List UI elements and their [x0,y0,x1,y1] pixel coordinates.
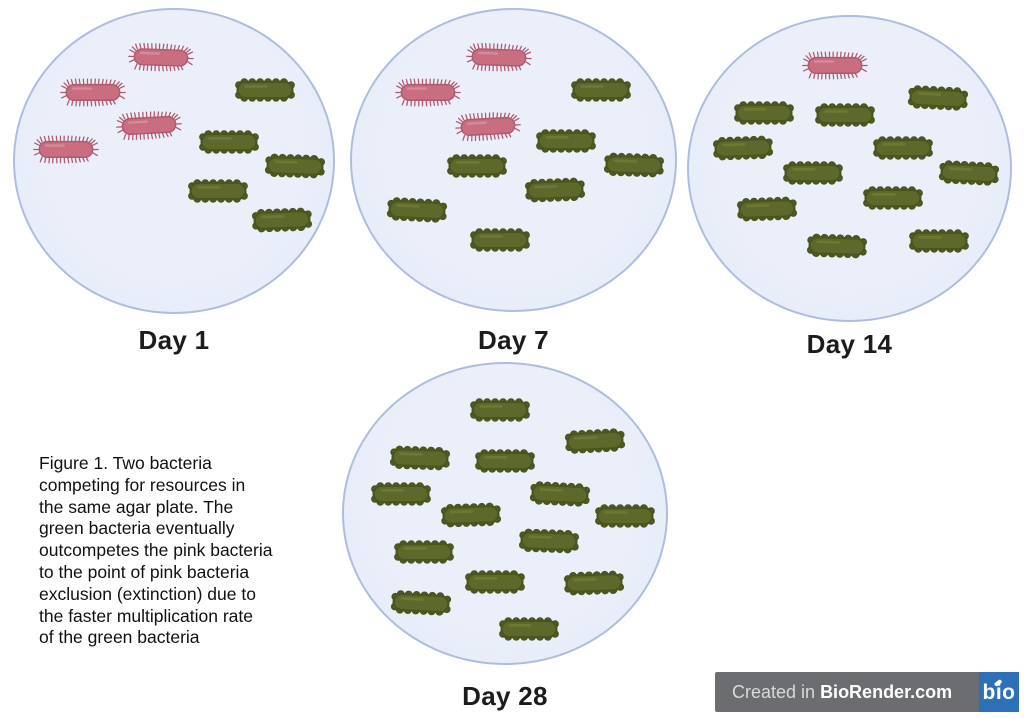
bacterium-green [529,480,591,508]
bacterium-green [447,154,507,178]
biorender-logo: bio [979,672,1019,712]
bacterium-green [440,502,502,528]
bacterium-green [394,540,454,564]
bacterium-green [571,78,631,102]
bacterium-green [465,570,525,594]
bacterium-green [235,78,295,102]
petri-dish-day-1 [13,8,335,314]
bacterium-pink [395,78,461,107]
bacterium-green [475,449,535,473]
bacterium-green [251,207,313,233]
biorender-badge-text: Created in BioRender.com [715,672,979,712]
petri-dish-day-14 [687,15,1012,322]
figure-caption: Figure 1. Two bacteria competing for res… [39,453,273,648]
bacterium-green [603,152,665,178]
bacterium-green [815,103,875,127]
bacterium-green [806,233,868,259]
bacteria-layer-day-1 [33,42,326,233]
petri-dish-day-28 [342,362,668,665]
bacterium-green [470,398,530,422]
bacterium-green [499,617,559,641]
bacterium-pink [60,78,126,107]
bacterium-green [783,161,843,185]
bacterium-green [736,196,798,222]
bacterium-green [390,589,452,617]
dish-label-day-1: Day 1 [138,325,210,355]
bacterium-green [563,570,625,596]
bacteria-layer-day-28 [371,398,655,641]
bacterium-pink [115,109,183,142]
bacterium-green [470,228,530,252]
bacteria-layer-day-14 [712,51,1000,259]
dish-label-day-7: Day 7 [478,325,549,355]
badge-created-in-text: Created in [732,681,821,702]
dish-label-day-28: Day 28 [462,681,548,711]
bacterium-green [264,153,326,179]
bacterium-green [371,482,431,506]
bacterium-pink [127,42,195,73]
bacterium-green [524,177,586,203]
bacterium-green [386,196,448,224]
bio-logo-text: bio [982,680,1016,704]
dish-label-day-14: Day 14 [806,329,893,359]
petri-dish-day-7 [350,8,677,312]
badge-brand-text: BioRender.com [820,681,953,702]
bacteria-layer-day-7 [386,42,665,252]
bacterium-green [188,179,248,203]
bacterium-green [734,101,794,125]
bacterium-pink [454,110,522,143]
bacterium-green [907,84,969,112]
bacterium-green [863,186,923,210]
bacterium-green [909,229,969,253]
biorender-badge: Created in BioRender.com bio [715,672,1019,712]
bacterium-green [564,427,626,455]
bacterium-green [712,135,774,161]
bacterium-green [518,528,580,554]
bacterium-green [938,159,1000,187]
bacterium-green [389,445,451,471]
bacterium-green [595,504,655,528]
bacterium-pink [465,42,533,73]
bacterium-green [873,136,933,160]
bacterium-green [536,129,596,153]
bacterium-green [199,130,259,154]
bacterium-pink [802,51,868,80]
bacterium-pink [33,135,99,164]
